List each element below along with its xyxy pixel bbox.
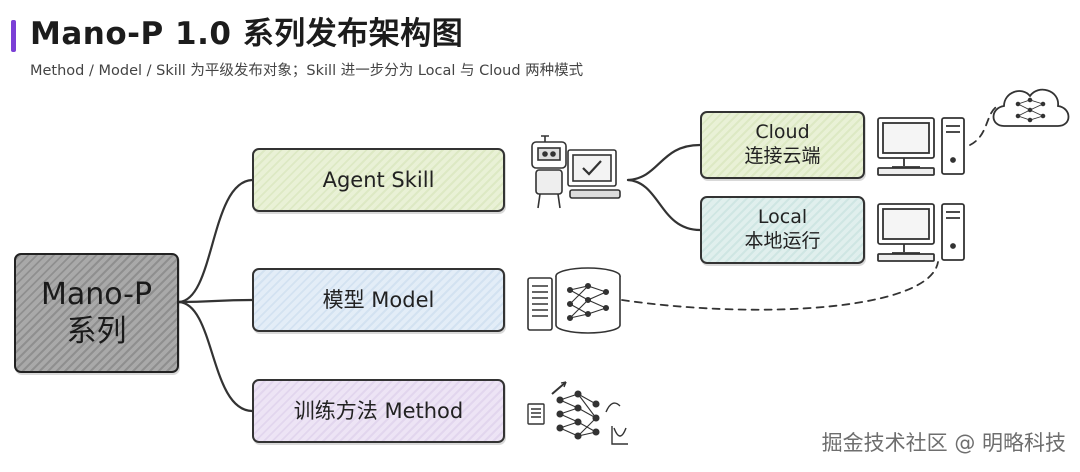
server-neural-network-icon [527,267,621,334]
node-model: 模型 Model [252,268,505,332]
node-cloud: Cloud 连接云端 [700,111,865,179]
node-model-label: 模型 Model [322,287,435,312]
connector-root-agent [177,178,254,304]
connector-root-model [177,298,254,304]
connector-skill-local [626,178,702,232]
cloud-neural-network-icon [992,88,1070,127]
node-root-line2: 系列 [66,314,127,349]
node-root-line1: Mano-P [40,276,153,312]
desktop-computer-icon [877,203,965,262]
training-neural-network-icon [527,381,628,445]
node-method: 训练方法 Method [252,379,505,443]
node-local-line1: Local [757,206,808,229]
node-mano-p-series: Mano-P 系列 [14,253,179,373]
connector-skill-cloud [626,143,702,182]
desktop-computer-icon [877,117,965,176]
node-local: Local 本地运行 [700,196,865,264]
robot-at-computer-icon [531,135,621,209]
connector-cloudpc-cloud-dashed [969,104,1001,146]
connector-root-method [177,300,254,413]
node-cloud-line2: 连接云端 [744,145,821,167]
title-accent-bar [11,20,16,52]
node-method-label: 训练方法 Method [293,398,464,423]
node-local-line2: 本地运行 [744,230,821,252]
page-subtitle: Method / Model / Skill 为平级发布对象；Skill 进一步… [30,63,584,79]
page-title: Mano-P 1.0 系列发布架构图 [30,16,464,52]
node-agent-skill: Agent Skill [252,148,505,212]
node-cloud-line1: Cloud [755,121,810,144]
watermark: 掘金技术社区 @ 明略科技 [821,431,1066,455]
node-agent-skill-label: Agent Skill [322,167,435,192]
connector-model-local-dashed [621,261,939,311]
